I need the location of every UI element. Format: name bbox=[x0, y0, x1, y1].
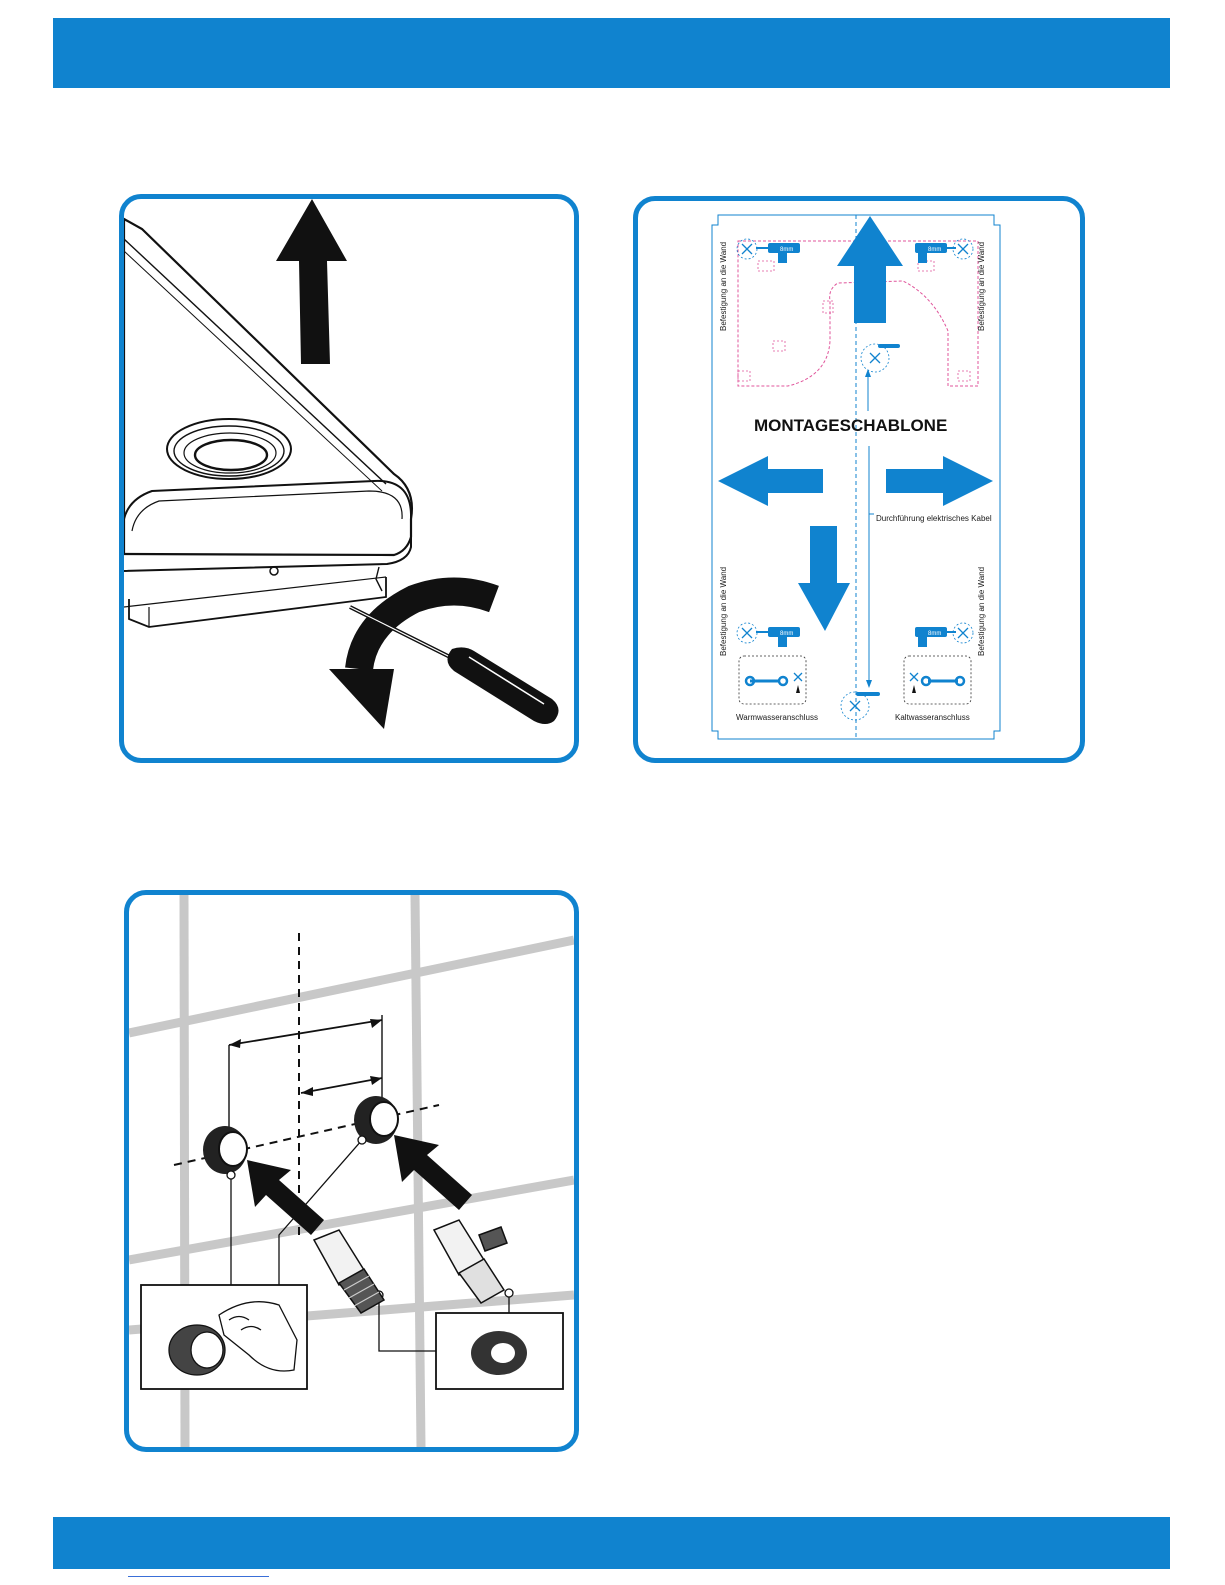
svg-text:8mm: 8mm bbox=[780, 631, 793, 637]
template-title: MONTAGESCHABLONE bbox=[754, 416, 947, 435]
cable-label: Durchführung elektrisches Kabel bbox=[876, 514, 992, 523]
header-band bbox=[53, 18, 1170, 88]
wrench-icon bbox=[746, 677, 964, 685]
fitting-left bbox=[314, 1230, 384, 1313]
wall-fixing-label-bottom-left: Befestigung an die Wand bbox=[719, 567, 728, 656]
seal-ring-icon bbox=[471, 1331, 527, 1375]
fitting-right bbox=[434, 1220, 507, 1303]
step-remove-cover-illustration bbox=[119, 194, 579, 763]
arrow-right-icon bbox=[886, 456, 993, 506]
wall-fixing-label-top-left: Befestigung an die Wand bbox=[719, 242, 728, 331]
arrow-up-icon bbox=[276, 199, 347, 364]
arrow-up-icon bbox=[837, 216, 903, 323]
svg-text:8mm: 8mm bbox=[780, 247, 793, 253]
wall-fixing-label-top-right: Befestigung an die Wand bbox=[977, 242, 986, 331]
svg-text:8mm: 8mm bbox=[928, 631, 941, 637]
cold-water-label: Kaltwasseranschluss bbox=[895, 713, 970, 722]
wall-fixing-label-bottom-right: Befestigung an die Wand bbox=[977, 567, 986, 656]
footer-band bbox=[53, 1517, 1170, 1569]
hot-water-label: Warmwasseranschluss bbox=[736, 713, 818, 722]
wall-socket-left bbox=[203, 1126, 247, 1174]
svg-text:8mm: 8mm bbox=[928, 247, 941, 253]
water-connection-illustration bbox=[124, 890, 579, 1452]
arrow-down-icon bbox=[798, 526, 850, 631]
footer-link-underline[interactable] bbox=[128, 1576, 269, 1577]
arrow-left-icon bbox=[718, 456, 823, 506]
mounting-template-illustration: 8mm 8mm 8mm 8mm bbox=[633, 196, 1085, 763]
